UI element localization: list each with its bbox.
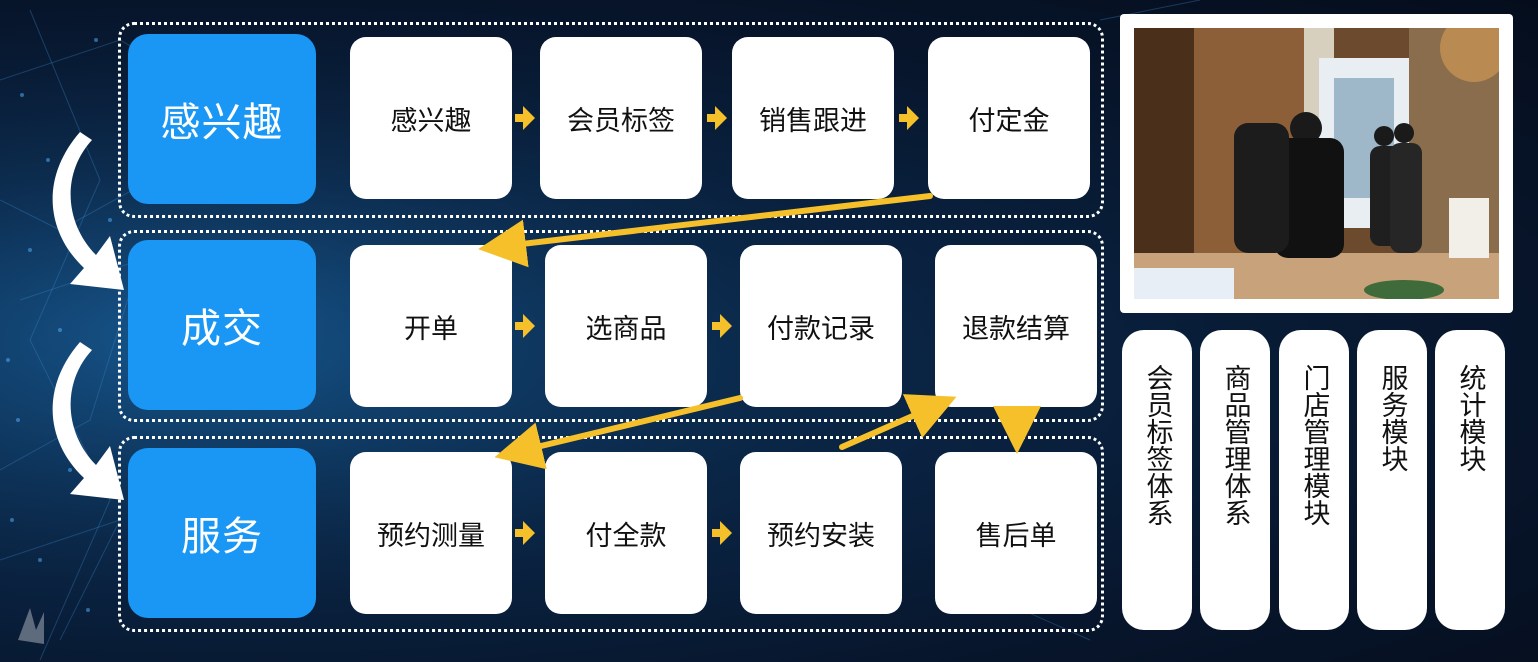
stage-service: 服务 [128, 448, 316, 618]
stage-interest: 感兴趣 [128, 34, 316, 204]
store-photo [1120, 14, 1513, 313]
step-member-tag: 会员标签 [540, 37, 702, 199]
step-refund-settlement: 退款结算 [935, 245, 1097, 407]
step-sales-followup: 销售跟进 [732, 37, 894, 199]
step-full-payment: 付全款 [545, 452, 707, 614]
module-statistics: 统计模块 [1435, 330, 1505, 630]
step-deposit: 付定金 [928, 37, 1090, 199]
step-interest: 感兴趣 [350, 37, 512, 199]
stage-deal: 成交 [128, 240, 316, 410]
step-payment-record: 付款记录 [740, 245, 902, 407]
step-book-measurement: 预约测量 [350, 452, 512, 614]
step-after-sales-order: 售后单 [935, 452, 1097, 614]
step-open-order: 开单 [350, 245, 512, 407]
module-product-management-system: 商品管理体系 [1200, 330, 1270, 630]
module-member-tag-system: 会员标签体系 [1122, 330, 1192, 630]
module-service: 服务模块 [1357, 330, 1427, 630]
step-select-product: 选商品 [545, 245, 707, 407]
step-book-installation: 预约安装 [740, 452, 902, 614]
store-photo-image [1134, 28, 1499, 299]
module-store-management: 门店管理模块 [1279, 330, 1349, 630]
